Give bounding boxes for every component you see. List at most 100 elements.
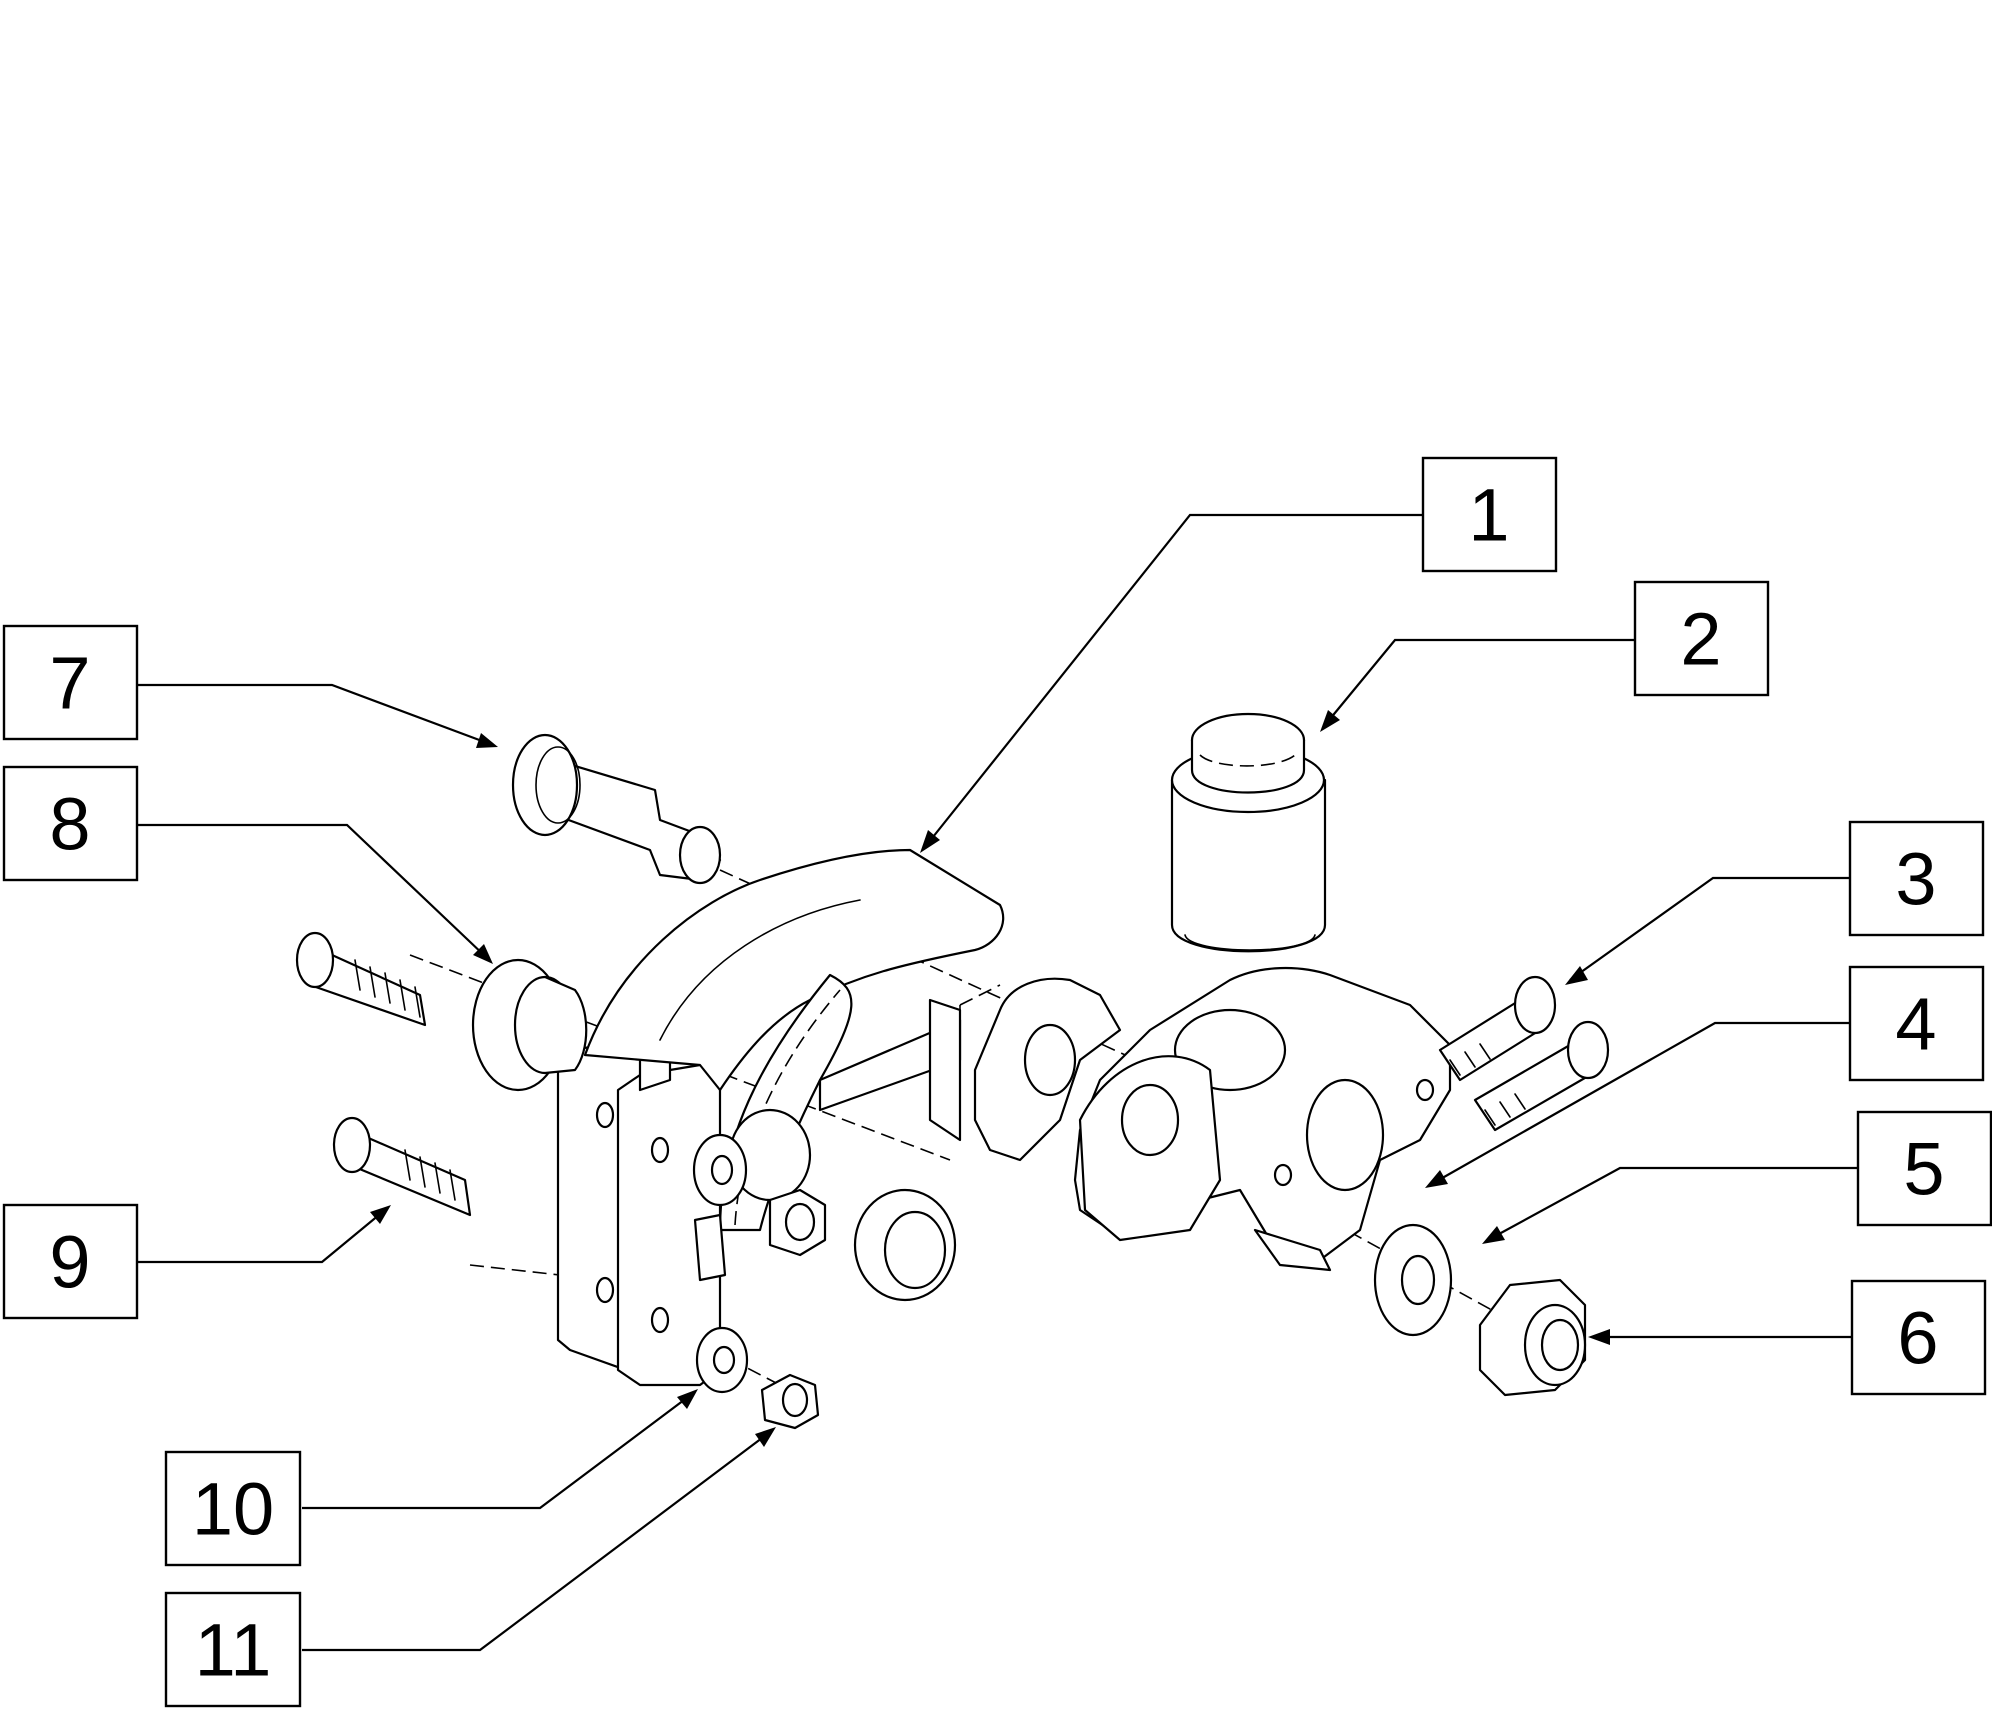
part-1-bracket <box>556 848 1005 1387</box>
callout-7-box <box>2 624 139 741</box>
callout-6-box <box>1850 1279 1987 1396</box>
threaded-bolt-upper <box>295 931 427 1027</box>
leader-7 <box>137 683 491 746</box>
callout-2-label: 2 <box>1680 598 1721 681</box>
part-2-bushing <box>1170 712 1327 953</box>
callout-2-box <box>1633 580 1770 697</box>
callout-8-label: 8 <box>49 783 90 866</box>
callout-3-label: 3 <box>1895 838 1936 921</box>
part-9-bolt <box>332 1116 472 1217</box>
part-6-lock-nut <box>1478 1278 1587 1397</box>
callout-4-box <box>1848 965 1985 1082</box>
part-4-fork-block <box>973 966 1452 1272</box>
callout-11-label: 11 <box>195 1609 272 1692</box>
arrow-7 <box>476 733 498 748</box>
callout-5: 5 <box>1856 1110 1992 1227</box>
nut-11-hole <box>781 1382 809 1418</box>
callout-1: 1 <box>1421 456 1558 573</box>
callout-6: 6 <box>1850 1279 1987 1396</box>
middle-washer-hole <box>710 1154 734 1186</box>
fork-left-lug-hole <box>1023 1023 1077 1097</box>
callout-9-label: 9 <box>49 1221 90 1304</box>
bushing-cap-dashed <box>1199 751 1299 767</box>
washer-5-hole <box>1400 1254 1436 1306</box>
fork-side-bore <box>1305 1078 1385 1192</box>
callout-10: 10 <box>164 1450 302 1567</box>
part-11-nut <box>760 1373 820 1430</box>
leader-11 <box>302 1431 771 1652</box>
bushing-body <box>1170 778 1327 953</box>
part-10-washer <box>695 1326 749 1394</box>
callout-8-box <box>2 765 139 882</box>
bracket-arm-edge <box>659 899 861 1041</box>
axis-frame-step <box>959 984 1001 1006</box>
bracket-hole-1 <box>595 1101 615 1129</box>
arrow-8 <box>473 944 493 964</box>
callout-1-label: 1 <box>1468 474 1509 557</box>
arrow-2 <box>1320 710 1340 732</box>
bracket-tab <box>693 1213 727 1282</box>
bolt-9-threads <box>404 1149 456 1201</box>
callout-4: 4 <box>1848 965 1985 1082</box>
arrow-11 <box>755 1427 776 1447</box>
middle-nut-hole <box>784 1202 816 1242</box>
part-5-washer <box>1373 1223 1453 1337</box>
leader-1 <box>924 513 1423 848</box>
fork-front-lug-hole <box>1120 1083 1180 1157</box>
flange-sleeve <box>543 975 588 1075</box>
callout-3: 3 <box>1848 820 1985 937</box>
axis-bolt-9 <box>469 1264 561 1276</box>
part-8-flange-bushing <box>471 958 588 1092</box>
leader-lines <box>137 513 1858 1652</box>
nut-6-hole <box>1540 1318 1580 1372</box>
bolt-7-head <box>511 733 579 837</box>
leader-8 <box>137 823 488 959</box>
arrow-1 <box>920 830 940 853</box>
middle-washer-nut <box>692 1133 957 1302</box>
washer-10-hole <box>712 1345 736 1375</box>
bolt-9-head <box>332 1116 372 1174</box>
part-3-cap-screws <box>1438 975 1610 1132</box>
callout-4-label: 4 <box>1895 983 1936 1066</box>
fork-center-hole <box>1273 1163 1293 1187</box>
callout-10-label: 10 <box>192 1468 274 1551</box>
bolt-7-tip <box>678 825 722 885</box>
callout-9: 9 <box>2 1203 139 1320</box>
callout-7: 7 <box>2 624 139 741</box>
callout-9-box <box>2 1203 139 1320</box>
leader-3 <box>1569 876 1850 981</box>
upper-bolt-threads <box>354 959 421 1018</box>
arrow-6 <box>1588 1329 1610 1345</box>
arrow-4 <box>1425 1170 1448 1188</box>
arrow-5 <box>1482 1226 1505 1244</box>
callout-5-box <box>1856 1110 1992 1227</box>
leader-2 <box>1324 638 1635 726</box>
fork-small-hole <box>1415 1078 1435 1102</box>
screw-3a-head <box>1513 975 1557 1035</box>
callout-10-box <box>164 1450 302 1567</box>
arrow-3 <box>1565 966 1588 985</box>
bracket-cross-end <box>928 998 962 1142</box>
callout-6-label: 6 <box>1897 1297 1938 1380</box>
bracket-arm-top <box>583 848 1005 1092</box>
callout-8: 8 <box>2 765 139 882</box>
bushing-bottom-ring <box>1184 934 1316 951</box>
upper-bolt-head <box>295 931 335 989</box>
callout-1-box <box>1421 456 1558 573</box>
callout-3-box <box>1848 820 1985 937</box>
bolt-7-head-ring <box>535 746 581 824</box>
leader-4 <box>1429 1021 1850 1186</box>
screw-3b-head <box>1566 1020 1610 1080</box>
arrow-9 <box>370 1205 391 1224</box>
middle-spacer-hole <box>883 1210 947 1290</box>
bracket-hole-3 <box>650 1136 670 1164</box>
callout-11: 11 <box>164 1591 302 1708</box>
screw-3-threads <box>1449 1043 1526 1126</box>
callout-11-box <box>164 1591 302 1708</box>
leader-10 <box>302 1393 693 1510</box>
bracket-hole-2 <box>595 1276 615 1304</box>
bracket-hole-4 <box>650 1306 670 1334</box>
fork-bottom-slot <box>1253 1228 1332 1272</box>
